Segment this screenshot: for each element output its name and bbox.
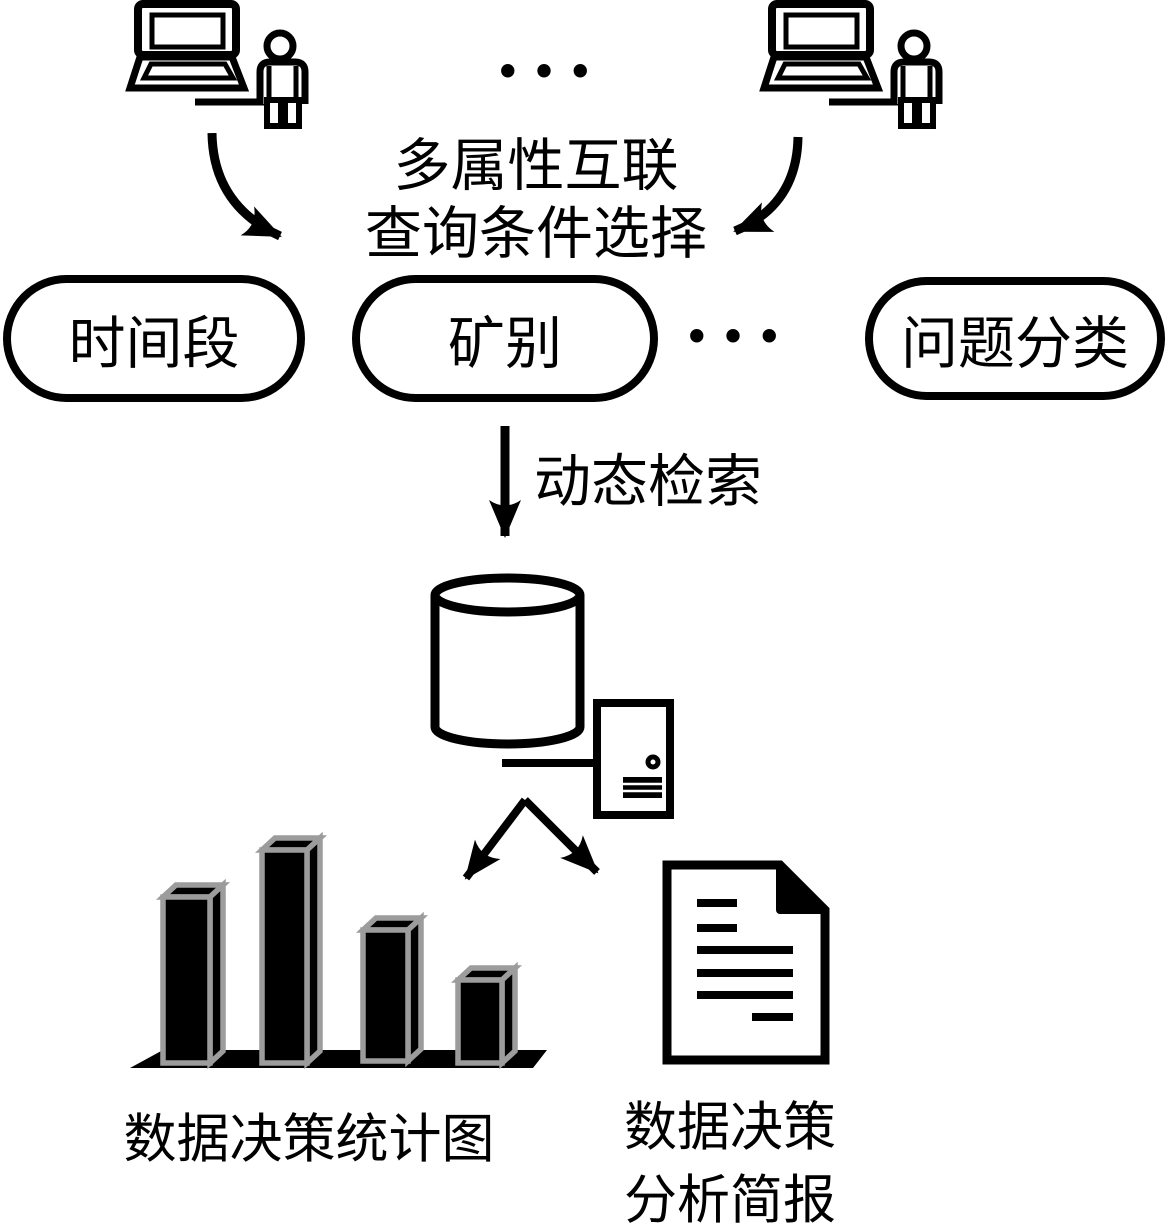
database-cylinder-icon [430,573,585,749]
report-label-line2: 分析简报 [624,1172,836,1230]
condition-node-mine-category: 矿别 [352,275,658,402]
split-arrows [462,797,600,881]
retrieval-arrow-label: 动态检索 [534,451,762,514]
condition-node-label: 时间段 [68,312,240,376]
query-heading-line2: 查询条件选择 [365,203,707,266]
report-label-line1: 数据决策 [624,1099,836,1157]
curved-arrow-right [733,136,803,236]
condition-node-label: 问题分类 [901,312,1129,376]
server-tower-icon [593,699,674,819]
chart-output-label: 数据决策统计图 [123,1111,495,1169]
document-icon [662,860,830,1065]
query-heading-line1: 多属性互联 [393,135,679,198]
conditions-ellipsis: ••• [684,315,794,359]
users-ellipsis: ••• [495,50,605,94]
condition-node-time-period: 时间段 [3,275,305,402]
query-condition-heading: 多属性互联 查询条件选择 [306,133,766,269]
laptop-user-icon-right [764,4,939,126]
curved-arrow-left [207,132,282,241]
bar-chart-icon [130,831,547,1070]
condition-node-problem-class: 问题分类 [865,277,1165,400]
condition-node-label: 矿别 [448,312,562,376]
report-output-label: 数据决策 分析简报 [610,1092,850,1230]
laptop-user-icon-left [130,4,305,126]
